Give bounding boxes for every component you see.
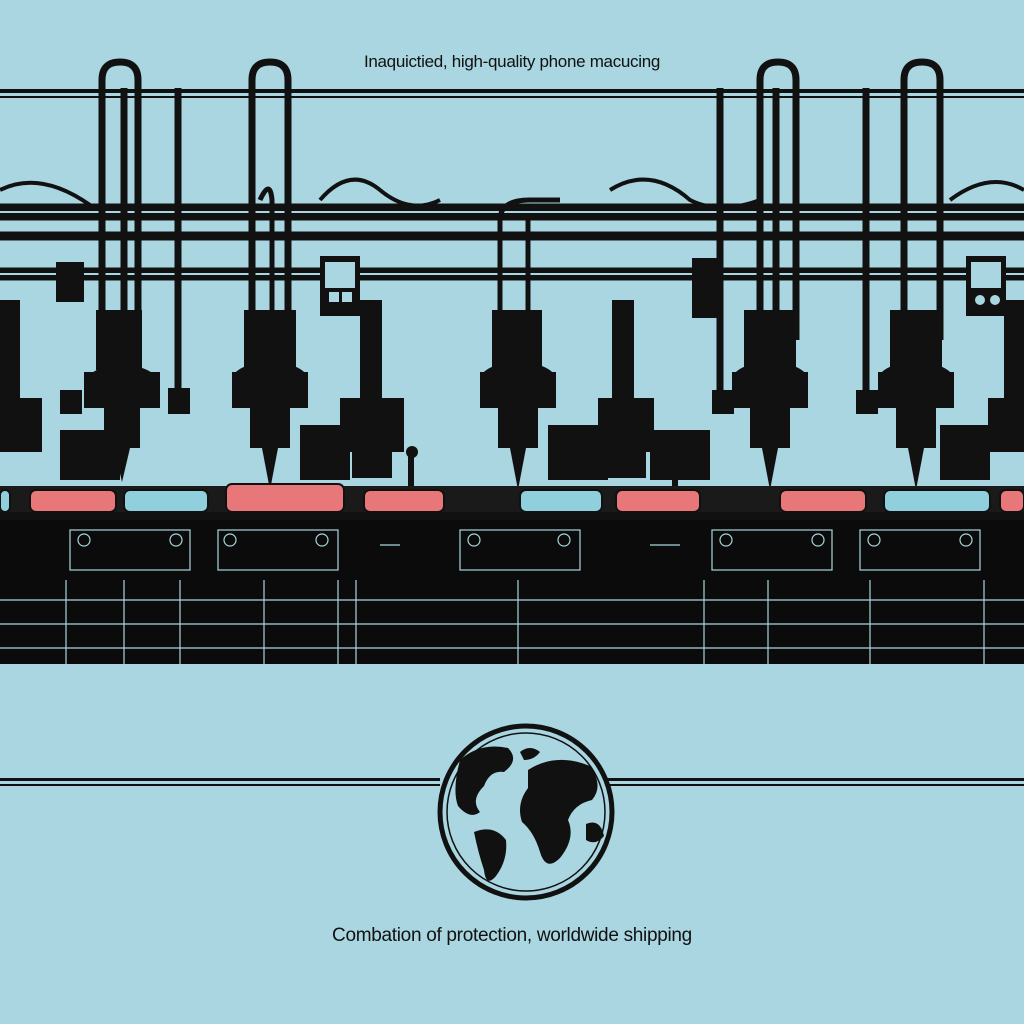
phone-case [779, 489, 867, 513]
side-mechanisms [60, 425, 990, 486]
dispenser-heads [0, 300, 1024, 490]
phone-case [615, 489, 701, 513]
control-panel-icon [56, 256, 1006, 318]
phone-case [0, 489, 11, 513]
phone-case [883, 489, 991, 513]
machine-base [0, 520, 1024, 664]
bottom-rule [0, 778, 440, 781]
phone-cases [0, 483, 1024, 513]
top-rule [0, 89, 1024, 93]
headline: Inaquictied, high-quality phone macucing [363, 52, 661, 71]
phone-case [363, 489, 445, 513]
phone-case [225, 483, 345, 513]
pipe-rails [0, 203, 1024, 281]
phone-case [519, 489, 603, 513]
phone-case [999, 489, 1024, 513]
tagline: Combation of protection, worldwide shipp… [332, 925, 692, 946]
globe-icon [437, 723, 615, 901]
phone-case [123, 489, 209, 513]
phone-case [29, 489, 117, 513]
